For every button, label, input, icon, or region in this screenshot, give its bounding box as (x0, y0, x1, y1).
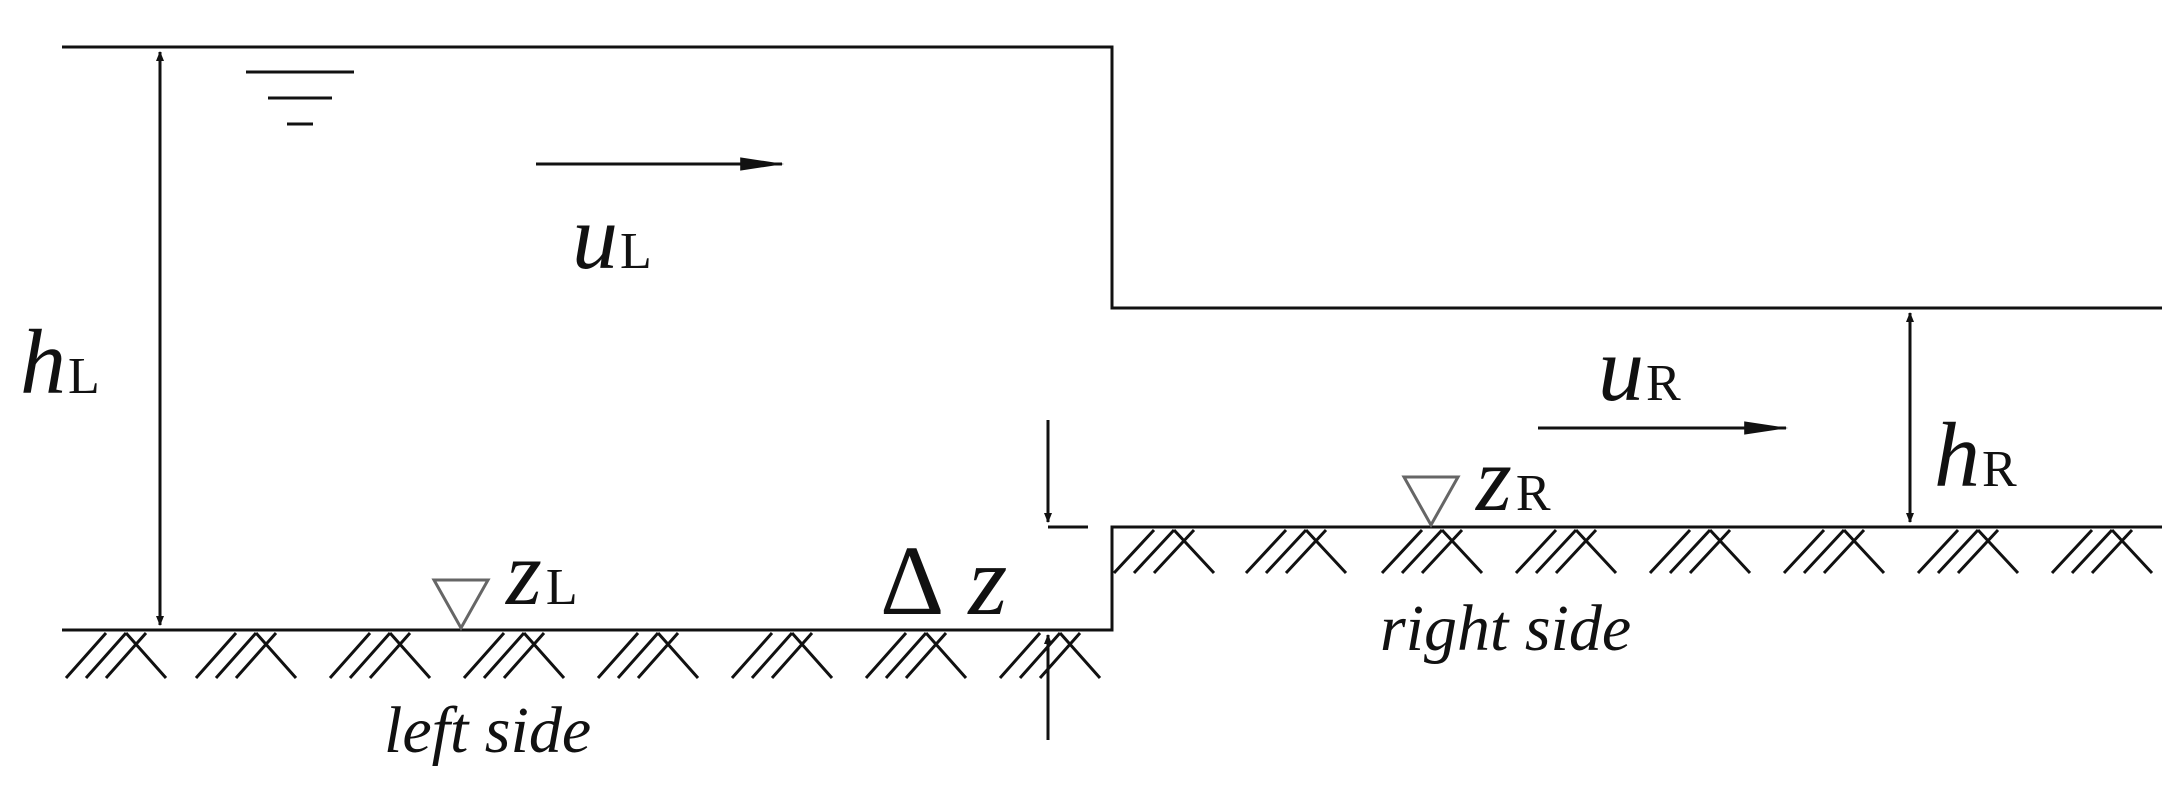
left-side-label: left side (384, 694, 591, 767)
ground-hatching-right (1112, 528, 2154, 575)
delta-z-dimension (1044, 420, 1088, 740)
free-surface-symbol (246, 70, 354, 126)
z-right-triangle-down-icon (1401, 475, 1461, 529)
u-right-label: uR (1598, 318, 1681, 420)
right-side-label: right side (1380, 592, 1631, 665)
ground-hatching-left (64, 632, 1102, 679)
z-left-triangle-down-icon (431, 578, 491, 632)
z-left-label: zL (504, 522, 578, 624)
channel-bed-outline (62, 525, 2162, 632)
h-right-label: hR (1934, 404, 2017, 506)
z-right-label: zR (1474, 428, 1551, 530)
water-surface-outline (62, 45, 2162, 310)
h-left-label: hL (20, 311, 100, 413)
u-left-label: uL (572, 186, 652, 288)
